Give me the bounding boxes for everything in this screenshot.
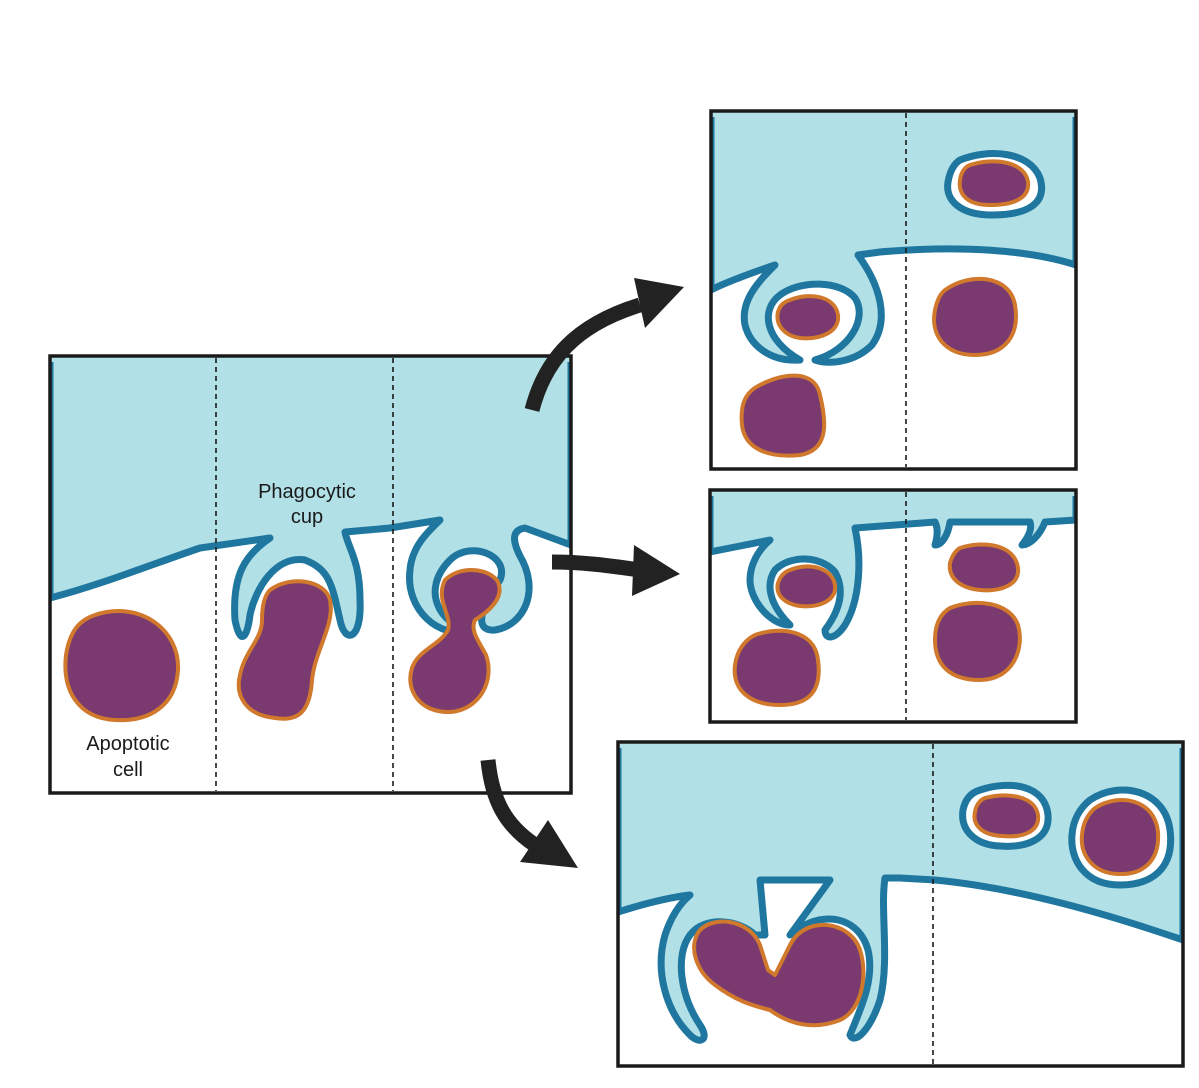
middle-right-panel-frame [708, 488, 1078, 724]
phagocytic-cup-label: cup [291, 506, 323, 528]
apoptotic-cell-engulfing [236, 579, 333, 721]
apoptotic-cell-label: Apoptotic [86, 733, 169, 755]
apoptotic-cell [933, 600, 1022, 682]
arrow-to-top-panel [524, 278, 684, 412]
arrow-to-bottom-panel [480, 759, 578, 868]
phagocyte-cytoplasm [50, 356, 571, 640]
apoptotic-cell-dumbbell [408, 568, 502, 715]
apoptotic-cell [932, 276, 1018, 357]
apoptotic-cell [63, 609, 181, 723]
apoptotic-cell [972, 793, 1041, 839]
main-panel-frame [48, 354, 573, 795]
apoptotic-cell-merged [692, 919, 866, 1028]
top-right-panel [709, 109, 1078, 471]
top-right-panel-frame [709, 109, 1078, 471]
apoptotic-cell [1079, 798, 1161, 877]
apoptotic-cell [947, 542, 1021, 593]
phagocytic-cup-label: Phagocytic [258, 481, 356, 503]
apoptotic-cell [732, 628, 821, 707]
apoptotic-cell [739, 373, 827, 458]
phagocyte-cytoplasm [618, 742, 1183, 1044]
phagocyte-cytoplasm [711, 111, 1076, 366]
phagocyte-cytoplasm [710, 490, 1076, 641]
apoptotic-cell-label: cell [113, 759, 143, 781]
apoptotic-cell [957, 159, 1031, 207]
bottom-right-panel-frame [616, 740, 1185, 1068]
main-panel: Phagocytic cup Apoptotic cell [48, 354, 573, 795]
apoptotic-cell [775, 564, 838, 609]
arrow-to-middle-panel [551, 545, 680, 596]
bottom-right-panel [616, 740, 1185, 1068]
middle-right-panel [708, 488, 1078, 724]
apoptotic-cell [775, 294, 841, 341]
